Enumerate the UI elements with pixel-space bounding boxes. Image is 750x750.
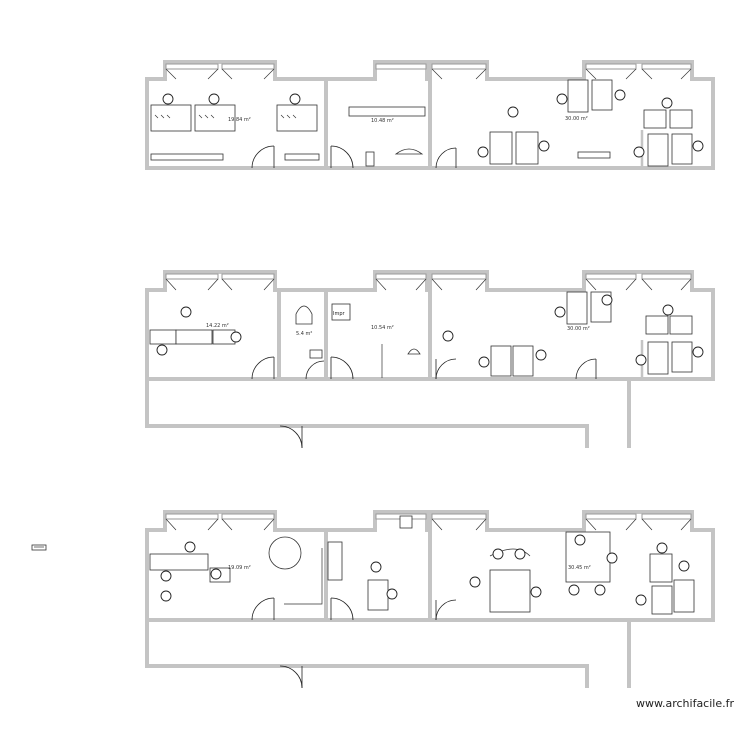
area-label-f3-right: 30.45 m² <box>568 565 591 571</box>
area-label-f1-left: 19.84 m² <box>228 117 251 123</box>
floor-1: 19.84 m² 10.48 m² 30.00 m² <box>145 60 715 170</box>
printer-label: Impr <box>333 311 346 317</box>
area-label-f2-wc: 5.4 m² <box>296 331 312 337</box>
watermark: www.archifacile.fr <box>636 697 735 710</box>
area-label-f3-left: 19.09 m² <box>228 565 251 571</box>
area-label-f1-mid: 10.48 m² <box>371 118 394 124</box>
area-label-f2-right: 30.00 m² <box>567 326 590 332</box>
area-label-f1-right: 30.00 m² <box>565 116 588 122</box>
area-label-f2-mid: 10.54 m² <box>371 325 394 331</box>
floor-2: Impr 14.22 m² 5.4 m² 10.54 m² 30.00 m² <box>145 270 715 449</box>
area-label-f2-left: 14.22 m² <box>206 323 229 329</box>
floor-3: 19.09 m² 30.45 m² <box>31 510 715 689</box>
